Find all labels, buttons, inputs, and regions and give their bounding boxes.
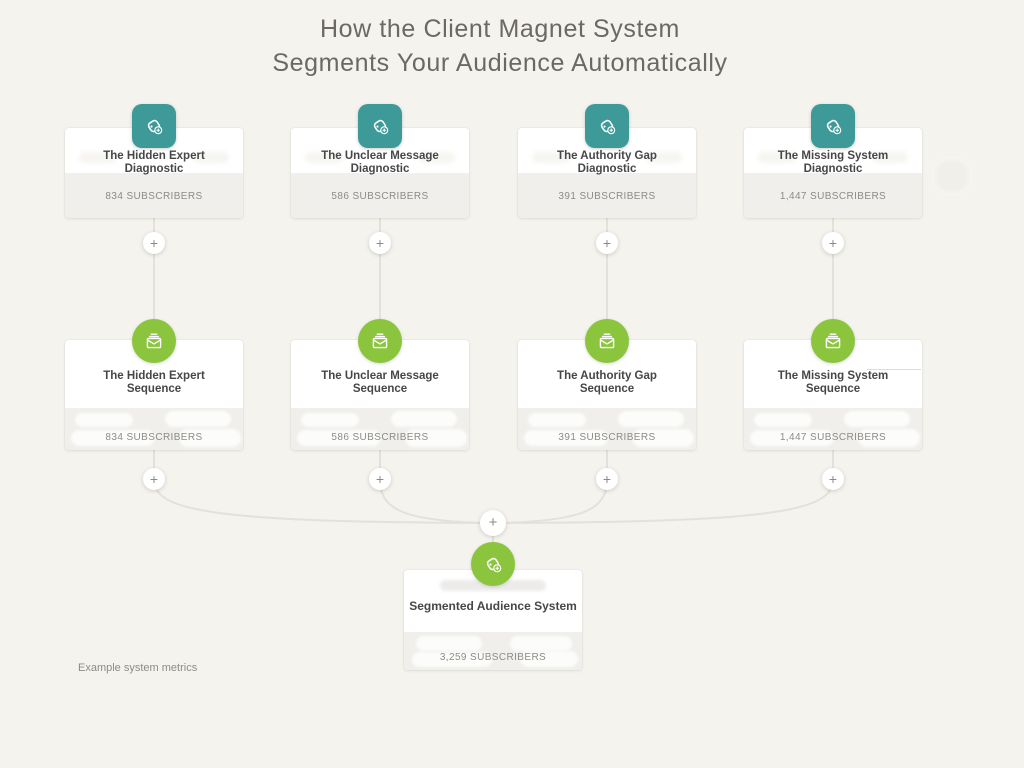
card-footer: 1,447 SUBSCRIBERS — [744, 408, 922, 450]
page-title-line-1: How the Client Magnet System — [319, 15, 680, 43]
redacted-pill — [79, 152, 117, 163]
card-title: The Hidden Expert Diagnostic — [103, 150, 205, 175]
redacted-pill — [412, 652, 492, 667]
redacted-pill — [632, 429, 694, 447]
redacted-pill — [758, 152, 796, 163]
card-title: The Missing System Diagnostic — [777, 150, 889, 175]
redacted-pill — [520, 651, 578, 667]
add-step-button[interactable]: + — [143, 232, 165, 254]
faded-divider — [867, 369, 921, 370]
subscriber-count: 586 SUBSCRIBERS — [331, 432, 429, 443]
card-footer: 586 SUBSCRIBERS — [291, 408, 469, 450]
card-title: The Missing System Sequence — [777, 370, 889, 395]
tag-add-icon — [471, 542, 515, 586]
sequence-card[interactable]: The Hidden Expert Sequence 834 SUBSCRIBE… — [65, 319, 243, 450]
tag-add-icon — [585, 104, 629, 148]
email-sequence-icon — [358, 319, 402, 363]
card-title: The Hidden Expert Sequence — [103, 370, 205, 395]
card-footer: 586 SUBSCRIBERS — [291, 173, 469, 218]
add-step-button[interactable]: + — [822, 232, 844, 254]
redacted-pill — [75, 413, 133, 427]
redacted-pill — [165, 411, 231, 427]
result-card[interactable]: Segmented Audience System 3,259 SUBSCRIB… — [404, 570, 582, 670]
card-footer: 1,447 SUBSCRIBERS — [744, 173, 922, 218]
add-step-button[interactable]: + — [596, 232, 618, 254]
email-sequence-icon — [585, 319, 629, 363]
subscriber-count: 1,447 SUBSCRIBERS — [779, 432, 887, 443]
redacted-pill — [391, 411, 457, 427]
redacted-pill — [750, 430, 834, 446]
redacted-pill — [416, 636, 482, 651]
redacted-pill — [858, 429, 920, 447]
diagnostic-card[interactable]: The Unclear Message Diagnostic 586 SUBSC… — [291, 104, 469, 218]
email-sequence-icon — [132, 319, 176, 363]
subscriber-count: 834 SUBSCRIBERS — [105, 432, 203, 443]
redacted-pill — [71, 430, 155, 446]
add-step-button[interactable]: + — [143, 468, 165, 490]
sequence-card[interactable]: The Unclear Message Sequence 586 SUBSCRI… — [291, 319, 469, 450]
redacted-pill — [646, 152, 682, 163]
redacted-pill — [419, 152, 455, 163]
tag-add-icon — [358, 104, 402, 148]
redacted-pill — [528, 413, 586, 427]
sequence-card[interactable]: The Authority Gap Sequence 391 SUBSCRIBE… — [518, 319, 696, 450]
redacted-pill — [305, 152, 343, 163]
add-step-button[interactable]: + — [369, 232, 391, 254]
card-title: The Authority Gap Diagnostic — [557, 150, 657, 175]
redacted-pill — [193, 152, 229, 163]
card-footer: 391 SUBSCRIBERS — [518, 408, 696, 450]
add-step-button[interactable]: + — [822, 468, 844, 490]
subscriber-count: 3,259 SUBSCRIBERS — [439, 652, 547, 663]
card-title: The Unclear Message Sequence — [321, 370, 439, 395]
redacted-pill — [510, 636, 572, 651]
redacted-pill — [524, 430, 608, 446]
card-footer: 834 SUBSCRIBERS — [65, 408, 243, 450]
redacted-pill — [179, 429, 241, 447]
email-sequence-icon — [811, 319, 855, 363]
redacted-pill — [844, 411, 910, 427]
diagnostic-card[interactable]: The Missing System Diagnostic 1,447 SUBS… — [744, 104, 922, 218]
subscriber-count: 1,447 SUBSCRIBERS — [779, 191, 887, 202]
footnote: Example system metrics — [78, 662, 198, 674]
redacted-pill — [405, 429, 467, 447]
subscriber-count: 391 SUBSCRIBERS — [558, 191, 656, 202]
merge-add-button[interactable]: + — [480, 510, 506, 536]
redacted-pill — [301, 413, 359, 427]
card-footer: 834 SUBSCRIBERS — [65, 173, 243, 218]
subscriber-count: 834 SUBSCRIBERS — [105, 191, 203, 202]
sequence-card[interactable]: The Missing System Sequence 1,447 SUBSCR… — [744, 319, 922, 450]
diagnostic-card[interactable]: The Hidden Expert Diagnostic 834 SUBSCRI… — [65, 104, 243, 218]
page-title: How the Client Magnet System Segments Yo… — [0, 12, 1000, 80]
card-footer: 391 SUBSCRIBERS — [518, 173, 696, 218]
card-title: The Unclear Message Diagnostic — [321, 150, 439, 175]
redacted-pill — [532, 152, 570, 163]
card-title: The Authority Gap Sequence — [557, 370, 657, 395]
add-step-button[interactable]: + — [369, 468, 391, 490]
ghost-circle — [932, 156, 972, 196]
redacted-pill — [872, 152, 908, 163]
subscriber-count: 391 SUBSCRIBERS — [558, 432, 656, 443]
diagnostic-card[interactable]: The Authority Gap Diagnostic 391 SUBSCRI… — [518, 104, 696, 218]
subscriber-count: 586 SUBSCRIBERS — [331, 191, 429, 202]
page-title-line-2: Segments Your Audience Automatically — [272, 49, 728, 77]
redacted-pill — [618, 411, 684, 427]
tag-add-icon — [132, 104, 176, 148]
redacted-pill — [754, 413, 812, 427]
tag-add-icon — [811, 104, 855, 148]
redacted-pill — [297, 430, 381, 446]
card-title: Segmented Audience System — [409, 599, 577, 613]
card-footer: 3,259 SUBSCRIBERS — [404, 632, 582, 670]
add-step-button[interactable]: + — [596, 468, 618, 490]
